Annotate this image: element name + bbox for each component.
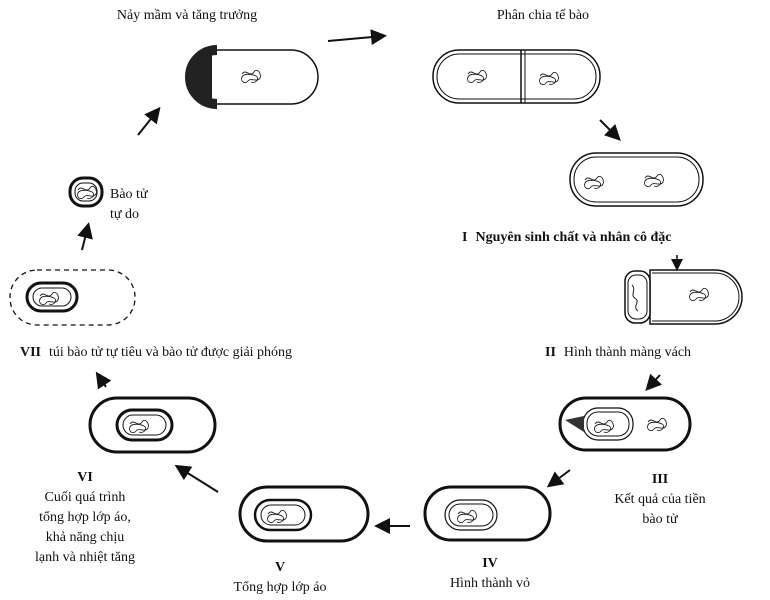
svg-text:V: V — [275, 560, 285, 575]
svg-text:lạnh và nhiệt tăng: lạnh và nhiệt tăng — [35, 550, 135, 565]
svg-text:III: III — [652, 472, 668, 487]
cycle-arrows — [77, 29, 663, 534]
division-label: Phân chia tế bào — [497, 8, 589, 23]
stage3-cell — [558, 396, 692, 452]
svg-text:tự do: tự do — [110, 207, 139, 222]
arrow-free-spore-to-germination — [137, 106, 161, 136]
stage1-cell — [569, 152, 704, 207]
svg-text:tổng hợp lớp áo,: tổng hợp lớp áo, — [39, 510, 131, 525]
arrow-division-to-stage1 — [599, 119, 621, 141]
stage6-label: VI Cuối quá trình tổng hợp lớp áo, khả n… — [35, 470, 135, 565]
stage4-label: IV Hình thành vỏ — [450, 556, 530, 591]
stage3-label: III Kết quả của tiền bào tử — [614, 472, 705, 527]
svg-text:Tổng hợp lớp áo: Tổng hợp lớp áo — [234, 580, 327, 595]
stage5-label: V Tổng hợp lớp áo — [234, 560, 327, 595]
svg-text:khả năng chịu: khả năng chịu — [46, 530, 125, 545]
arrow-stage7-to-free-spore — [77, 222, 93, 251]
svg-text:IV: IV — [482, 556, 498, 571]
arrow-stage6-to-stage7 — [95, 371, 112, 390]
stage7-cell — [9, 269, 136, 326]
germinating-cell — [185, 45, 319, 109]
arrow-stage3-to-stage4 — [546, 469, 571, 488]
svg-text:Hình thành vỏ: Hình thành vỏ — [450, 576, 530, 591]
svg-text:Kết quả của tiền: Kết quả của tiền — [614, 492, 705, 507]
arrow-stage5-to-stage6 — [174, 464, 219, 493]
free-spore — [68, 176, 104, 208]
svg-text:bào tử: bào tử — [642, 512, 678, 527]
stage5-cell — [238, 485, 370, 543]
svg-text:VI: VI — [77, 470, 93, 485]
arrow-stage2-to-stage3 — [645, 373, 663, 391]
free-spore-label: Bào tử tự do — [110, 187, 148, 222]
stage4-cell — [423, 485, 552, 542]
stage6-cell — [88, 396, 217, 454]
germination-label: Nảy mầm và tăng trưởng — [117, 8, 257, 23]
svg-text:Bào tử: Bào tử — [110, 187, 148, 202]
arrow-germination-to-division — [327, 29, 387, 46]
stage2-cell — [624, 269, 743, 325]
dividing-cell — [432, 49, 601, 104]
svg-text:Cuối quá trình: Cuối quá trình — [45, 490, 126, 505]
